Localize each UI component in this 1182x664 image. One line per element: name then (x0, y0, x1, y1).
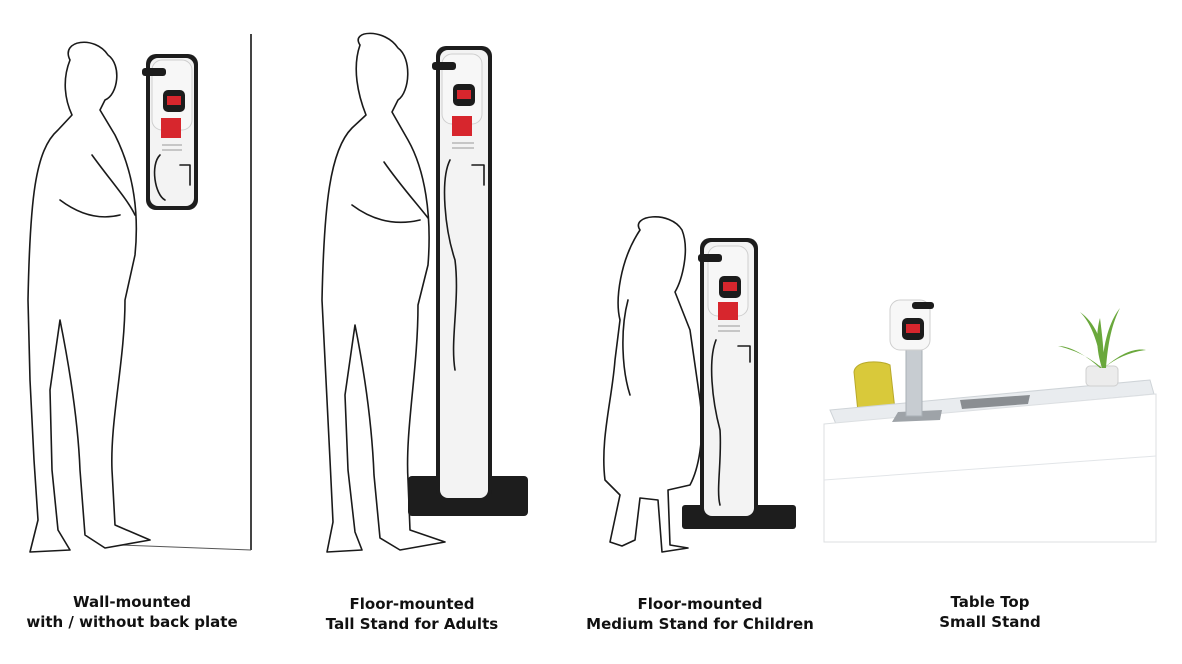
caption-line-1: Wall-mounted (72, 593, 191, 611)
medium-stand-scene (602, 216, 796, 553)
adult-figure-2 (321, 32, 446, 553)
caption-line-2: Tall Stand for Adults (325, 615, 499, 633)
caption-line-1: Table Top (950, 593, 1030, 611)
caption-medium-stand: Floor-mounted Medium Stand for Children (580, 594, 820, 634)
caption-line-1: Floor-mounted (349, 595, 475, 613)
caption-line-1: Floor-mounted (637, 595, 763, 613)
wall-mounted-scene (27, 34, 252, 553)
caption-line-2: Medium Stand for Children (586, 615, 814, 633)
tall-stand-scene (321, 32, 528, 553)
adult-figure-1 (27, 41, 151, 553)
caption-tall-stand: Floor-mounted Tall Stand for Adults (320, 594, 504, 634)
caption-line-2: Small Stand (939, 613, 1041, 631)
plant-icon (1058, 308, 1146, 368)
child-figure (602, 216, 703, 553)
table-top-scene (823, 299, 1157, 543)
caption-line-2: with / without back plate (26, 613, 238, 631)
caption-table-top: Table Top Small Stand (910, 592, 1070, 632)
caption-wall-mounted: Wall-mounted with / without back plate (20, 592, 244, 632)
